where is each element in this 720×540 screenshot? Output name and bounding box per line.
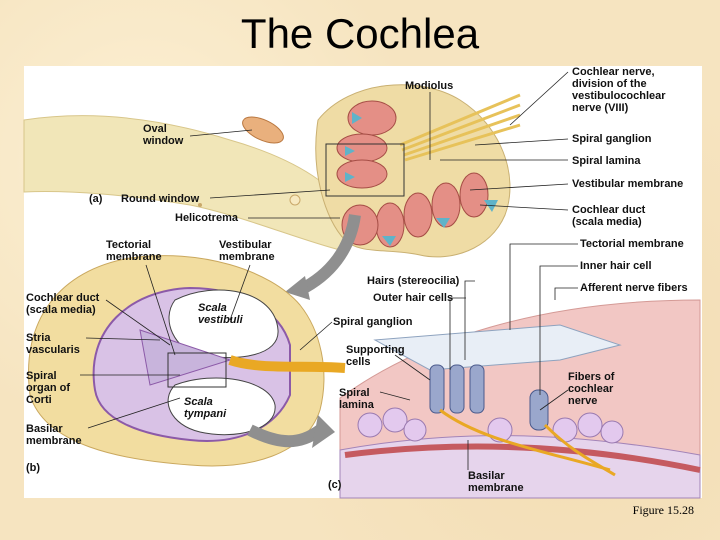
label-basilar-membrane-b: Basilar membrane xyxy=(26,423,82,447)
label-spiral-ganglion-a: Spiral ganglion xyxy=(572,133,652,145)
label-oval-window: Oval window xyxy=(143,123,184,147)
panel-a-drawing xyxy=(23,84,521,300)
label-stria-vascularis: Stria vascularis xyxy=(26,332,80,356)
label-tectorial-membrane-b: Tectorial membrane xyxy=(106,239,162,263)
label-hairs: Hairs (stereocilia) xyxy=(367,275,460,287)
label-spiral-ganglion-b: Spiral ganglion xyxy=(333,316,413,328)
label-scala-tympani: Scala tympani xyxy=(184,396,227,420)
label-inner-hair-cell: Inner hair cell xyxy=(580,260,652,272)
panel-c-drawing xyxy=(339,299,701,499)
label-cochlear-duct-b: Cochlear duct (scala media) xyxy=(26,292,100,316)
label-spiral-lamina-a: Spiral lamina xyxy=(572,155,641,167)
label-supporting-cells: Supporting cells xyxy=(346,344,405,368)
slide-title: The Cochlea xyxy=(240,10,480,57)
label-outer-hair-cells: Outer hair cells xyxy=(373,292,454,304)
label-helicotrema: Helicotrema xyxy=(175,212,238,224)
panel-a-marker: (a) xyxy=(89,193,103,205)
label-scala-vestibuli: Scala vestibuli xyxy=(198,302,243,326)
panel-b-drawing xyxy=(28,255,346,467)
label-vestibular-membrane-b: Vestibular membrane xyxy=(219,239,275,263)
figure-caption: Figure 15.28 xyxy=(632,503,694,517)
label-basilar-membrane-c: Basilar membrane xyxy=(468,470,524,494)
label-cochlear-duct-a: Cochlear duct (scala media) xyxy=(572,204,646,228)
label-spiral-lamina-c: Spiral lamina xyxy=(339,387,374,411)
label-cochlear-nerve: Cochlear nerve, division of the vestibul… xyxy=(572,66,666,114)
panel-b-marker: (b) xyxy=(26,462,41,474)
label-vestibular-membrane-a: Vestibular membrane xyxy=(572,178,684,190)
label-fibers-cochlear-nerve: Fibers of cochlear nerve xyxy=(568,371,615,407)
label-round-window: Round window xyxy=(121,193,200,205)
label-spiral-organ: Spiral organ of Corti xyxy=(26,370,70,406)
panel-c-marker: (c) xyxy=(328,479,342,491)
label-modiolus: Modiolus xyxy=(405,80,454,92)
label-tectorial-membrane-c: Tectorial membrane xyxy=(580,238,684,250)
label-afferent-nerve-fibers: Afferent nerve fibers xyxy=(580,282,688,294)
leader-lines xyxy=(80,71,578,470)
